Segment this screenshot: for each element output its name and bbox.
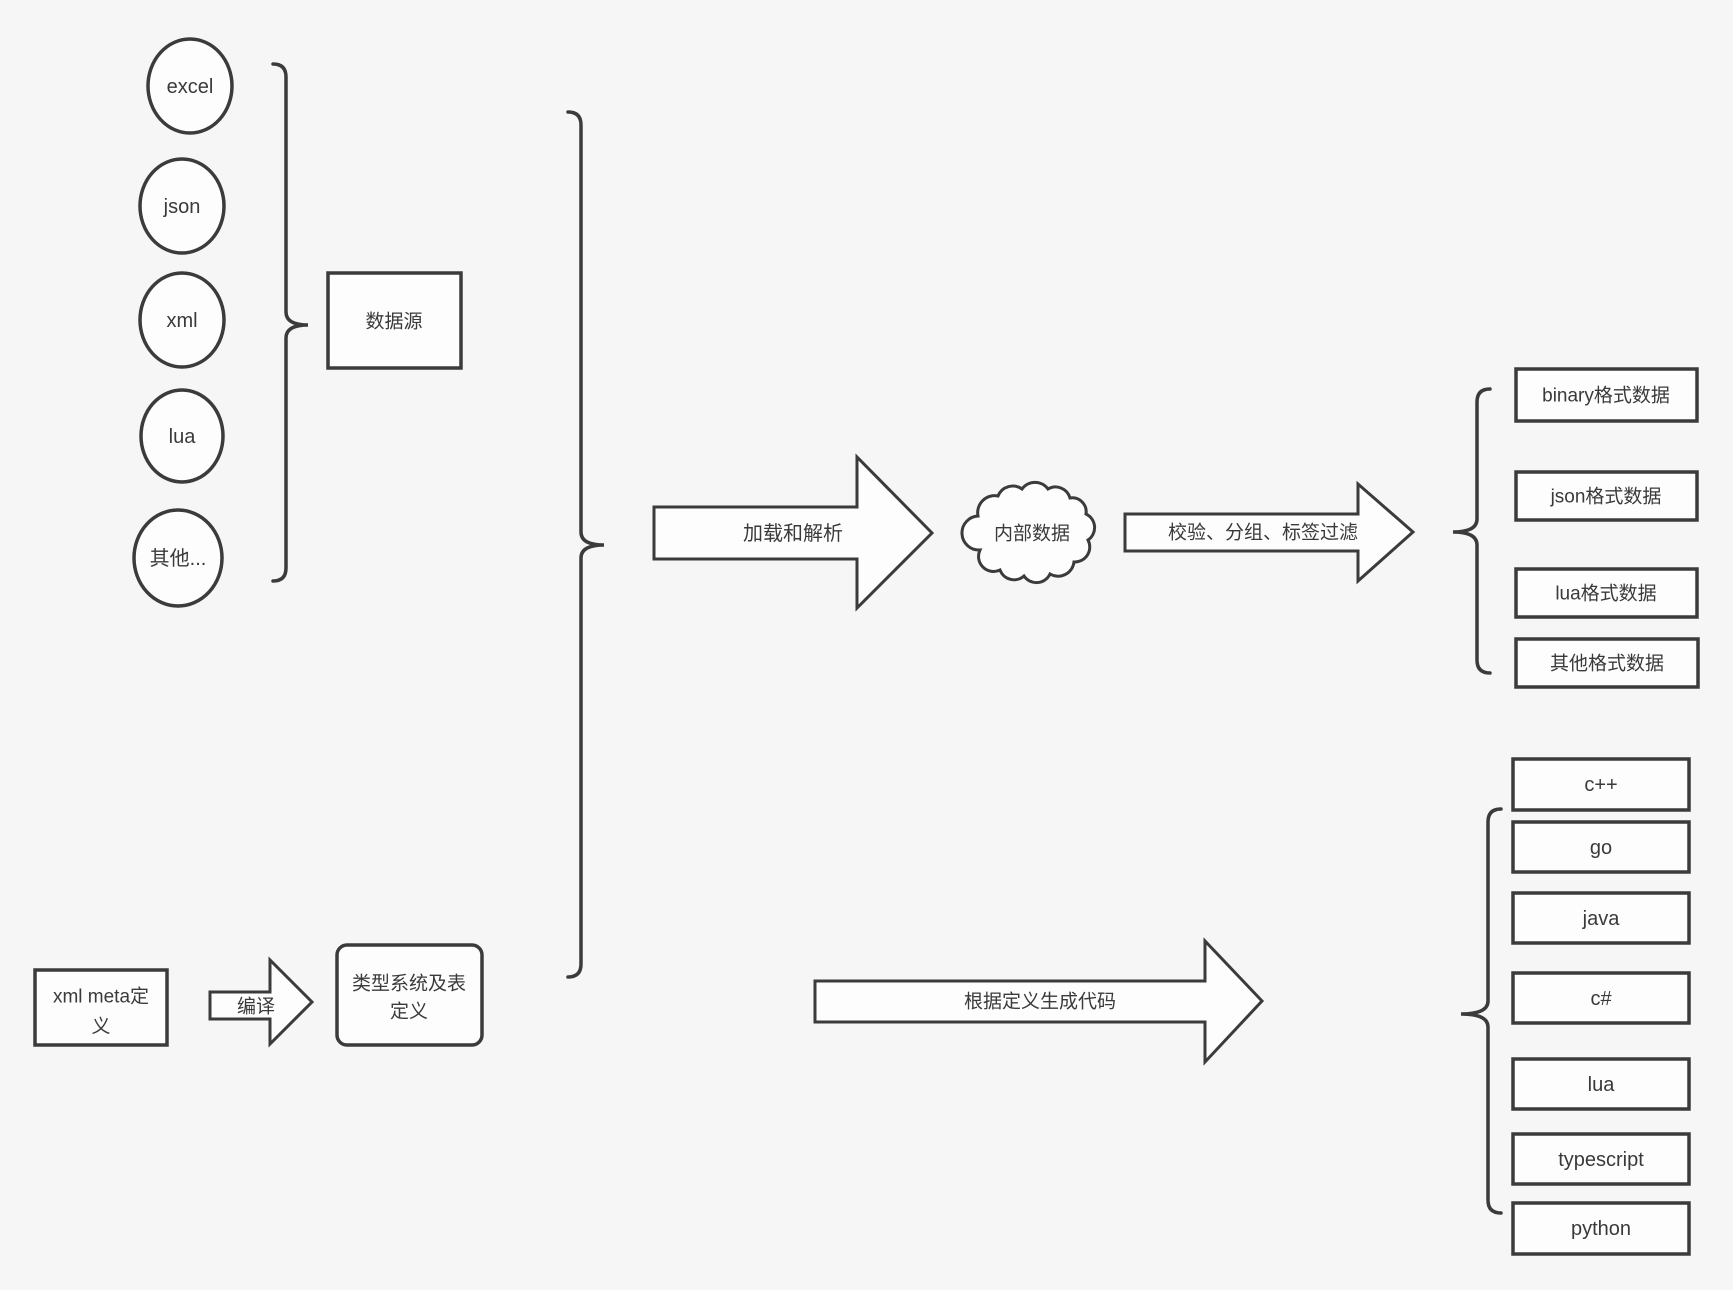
compile-arrow — [208, 956, 315, 1048]
source-label-excel: excel — [167, 76, 214, 98]
output-label-other: 其他格式数据 — [1550, 653, 1664, 675]
language-label-typescript: typescript — [1558, 1149, 1644, 1171]
output-label-lua: lua格式数据 — [1555, 583, 1656, 605]
type-system-label-line2: 定义 — [390, 1001, 428, 1023]
source-label-lua: lua — [169, 426, 197, 448]
output-label-binary: binary格式数据 — [1542, 385, 1670, 407]
output-box-lua — [1514, 567, 1699, 619]
language-label-cpp: c++ — [1584, 774, 1617, 796]
type-system-label-line1: 类型系统及表 — [352, 973, 466, 995]
source-ellipse-json — [138, 157, 226, 255]
xml-meta-box — [33, 968, 169, 1047]
output-formats-group: binary格式数据 json格式数据 lua格式数据 其他格式数据 — [1514, 367, 1700, 689]
language-label-java: java — [1582, 908, 1621, 930]
internal-data-label: 内部数据 — [994, 523, 1070, 545]
source-group: excel json xml lua 其他... — [132, 37, 234, 608]
languages-group: c++ go java c# lua typescript python — [1511, 757, 1691, 1256]
output-label-json: json格式数据 — [1550, 486, 1662, 508]
languages-brace — [1460, 807, 1503, 1215]
load-parse-arrow-label: 加载和解析 — [743, 522, 843, 545]
load-parse-arrow — [652, 453, 935, 612]
source-ellipse-lua — [139, 388, 225, 484]
language-box-lua — [1511, 1057, 1691, 1111]
output-box-binary — [1514, 367, 1699, 423]
output-box-other — [1514, 637, 1700, 689]
source-ellipse-other — [132, 508, 224, 608]
output-box-json — [1514, 470, 1699, 522]
filter-arrow — [1123, 480, 1416, 585]
generate-code-arrow — [813, 937, 1265, 1066]
language-box-cpp — [1511, 757, 1691, 812]
xml-meta-label-line1: xml meta定 — [53, 986, 149, 1008]
language-box-typescript — [1511, 1132, 1691, 1186]
language-label-python: python — [1571, 1218, 1631, 1240]
data-source-box — [326, 271, 463, 370]
source-ellipse-excel — [146, 37, 234, 135]
output-formats-brace — [1452, 387, 1492, 675]
sources-brace — [271, 62, 309, 583]
language-box-python — [1511, 1201, 1691, 1256]
type-system-box — [335, 943, 484, 1047]
filter-arrow-label: 校验、分组、标签过滤 — [1168, 522, 1358, 544]
language-label-lua: lua — [1588, 1074, 1616, 1096]
source-label-json: json — [163, 196, 201, 218]
xml-meta-label-line2: 义 — [91, 1016, 110, 1038]
source-ellipse-xml — [138, 271, 226, 369]
language-box-java — [1511, 891, 1691, 945]
language-box-csharp — [1511, 971, 1691, 1025]
main-brace — [566, 110, 605, 979]
source-label-xml: xml — [166, 310, 197, 332]
language-label-csharp: c# — [1590, 988, 1612, 1010]
generate-code-arrow-label: 根据定义生成代码 — [964, 991, 1116, 1013]
internal-data-cloud — [960, 480, 1097, 585]
compile-arrow-label: 编译 — [237, 996, 275, 1018]
data-source-label: 数据源 — [365, 311, 422, 333]
language-label-go: go — [1590, 837, 1612, 859]
source-label-other: 其他... — [150, 547, 207, 570]
language-box-go — [1511, 820, 1691, 874]
